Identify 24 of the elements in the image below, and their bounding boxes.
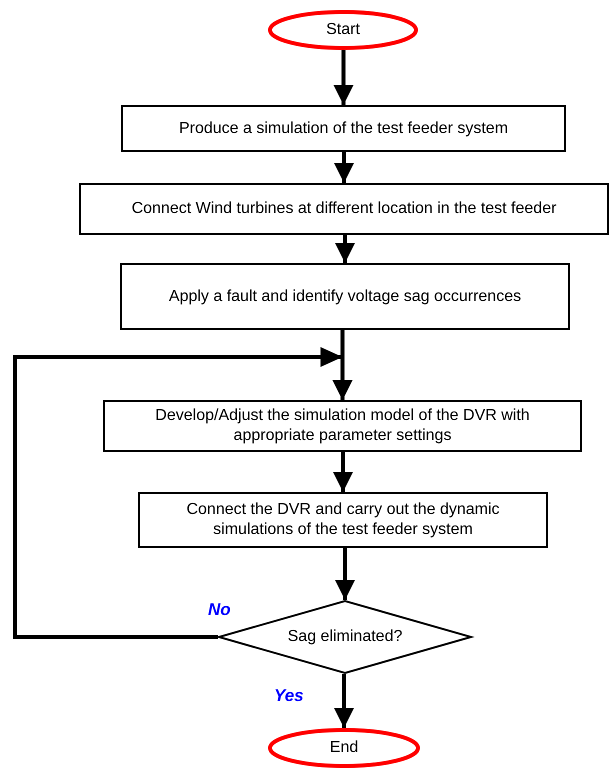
node-text: Sag eliminated? — [288, 627, 402, 647]
node-text: Produce a simulation of the test feeder system — [178, 118, 508, 138]
arrow — [335, 235, 355, 263]
process-box — [120, 263, 570, 330]
terminal-ellipse — [268, 10, 418, 50]
process-box — [138, 492, 548, 548]
arrow — [334, 674, 354, 728]
node-text: Develop/Adjust the simulation model of the DVR with appropriate parameter settings — [154, 406, 531, 446]
process-box — [103, 400, 582, 452]
node-text: Connect the DVR and carry out the dynamic simulations of the test feeder system — [185, 500, 501, 540]
arrow — [335, 548, 355, 600]
arrow — [334, 152, 354, 183]
node-text: Start — [326, 20, 360, 40]
node-text: Apply a fault and identify voltage sag occurrences — [168, 286, 522, 306]
edge-label: Yes — [274, 686, 304, 706]
process-box — [79, 183, 609, 235]
arrow — [13, 347, 352, 639]
edge-label: No — [208, 600, 231, 620]
arrow — [334, 50, 354, 105]
process-box — [121, 105, 566, 152]
arrow — [333, 452, 353, 492]
node-text: End — [330, 738, 358, 758]
node-text: Connect Wind turbines at different location in the test feeder — [132, 199, 556, 219]
terminal-ellipse — [268, 728, 420, 768]
